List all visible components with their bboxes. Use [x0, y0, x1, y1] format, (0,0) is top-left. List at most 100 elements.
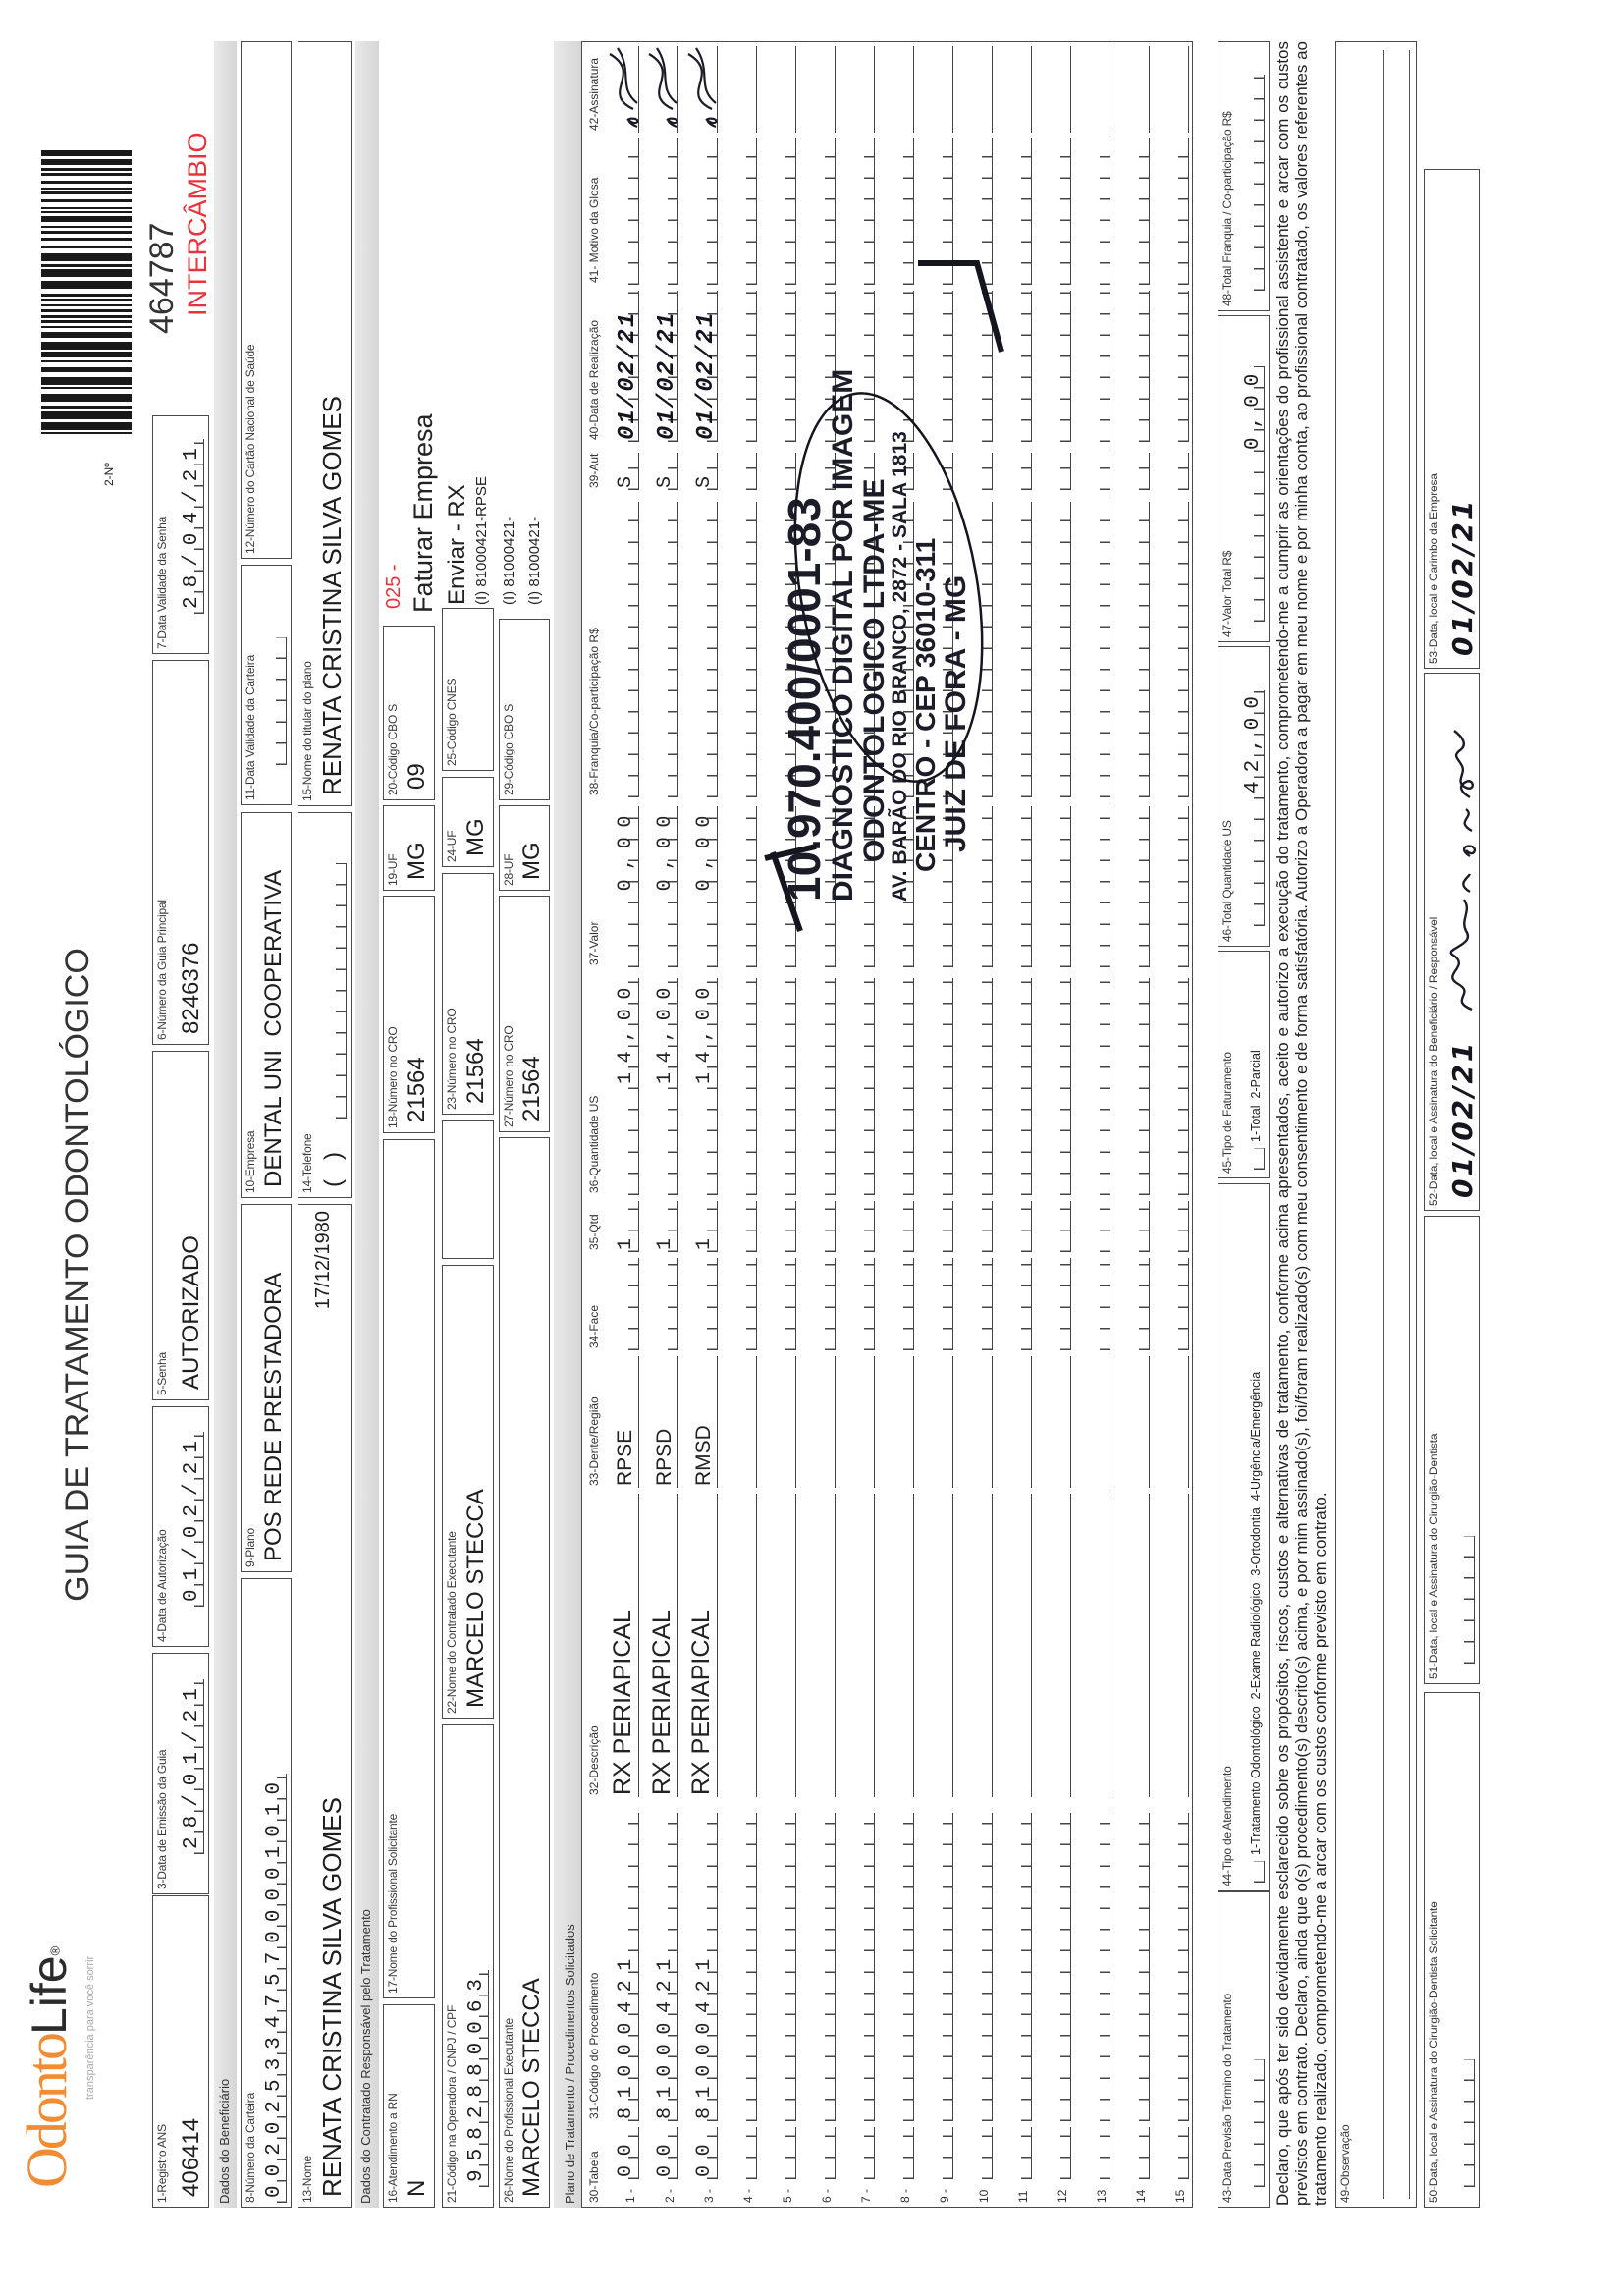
cell-codigo[interactable]: [800, 1809, 839, 2123]
cell-qtd[interactable]: [957, 1197, 997, 1254]
cell-assinatura[interactable]: [682, 42, 722, 135]
cell-descricao[interactable]: [722, 1490, 761, 1799]
cell-data[interactable]: [1036, 287, 1075, 444]
cell-face[interactable]: [997, 1254, 1036, 1352]
cell-data[interactable]: 01/02/21: [604, 287, 643, 444]
field-observacao[interactable]: 49-Observação: [1335, 41, 1417, 2208]
cell-data[interactable]: [1075, 287, 1114, 444]
cell-qtd-us[interactable]: [997, 974, 1036, 1197]
cell-assinatura[interactable]: [604, 42, 643, 135]
cell-face[interactable]: [1154, 1254, 1193, 1352]
cell-qtd-us[interactable]: [1154, 974, 1193, 1197]
cell-aut[interactable]: S: [682, 449, 722, 492]
cell-tabela[interactable]: [957, 2123, 997, 2181]
cell-codigo[interactable]: [1036, 1809, 1075, 2123]
cell-tabela[interactable]: 00: [604, 2123, 643, 2181]
cell-dente[interactable]: [839, 1352, 879, 1490]
cell-franquia[interactable]: [722, 498, 761, 799]
cell-dente[interactable]: RMSD: [682, 1352, 722, 1490]
cell-glosa[interactable]: [1154, 135, 1193, 287]
cell-tabela[interactable]: [722, 2123, 761, 2181]
cell-face[interactable]: [879, 1254, 918, 1352]
cell-face[interactable]: [1075, 1254, 1114, 1352]
cell-codigo[interactable]: [1154, 1809, 1193, 2123]
cell-tabela[interactable]: [918, 2123, 957, 2181]
cell-qtd-us[interactable]: [839, 974, 879, 1197]
cell-face[interactable]: [918, 1254, 957, 1352]
cell-descricao[interactable]: [800, 1490, 839, 1799]
cell-franquia[interactable]: [604, 498, 643, 799]
cell-dente[interactable]: [1154, 1352, 1193, 1490]
cell-face[interactable]: [1114, 1254, 1154, 1352]
cell-glosa[interactable]: [682, 135, 722, 287]
cell-codigo[interactable]: [1114, 1809, 1154, 2123]
cell-dente[interactable]: RPSE: [604, 1352, 643, 1490]
cell-qtd[interactable]: 1: [643, 1197, 682, 1254]
cell-assinatura[interactable]: [879, 42, 918, 135]
cell-qtd-us[interactable]: 14,00: [604, 974, 643, 1197]
cell-descricao[interactable]: RX PERIAPICAL: [682, 1490, 722, 1799]
cell-qtd-us[interactable]: [761, 974, 800, 1197]
field-cbo-executante[interactable]: 29-Código CBO S: [499, 619, 550, 800]
cell-tabela[interactable]: 00: [643, 2123, 682, 2181]
cell-codigo[interactable]: [997, 1809, 1036, 2123]
cell-valor[interactable]: [1114, 802, 1154, 969]
cell-face[interactable]: [957, 1254, 997, 1352]
cell-aut[interactable]: [1036, 449, 1075, 492]
cell-aut[interactable]: [1114, 449, 1154, 492]
cell-dente[interactable]: [1075, 1352, 1114, 1490]
field-assinatura-dentista[interactable]: 51-Data, local e Assinatura do Cirurgião…: [1424, 1216, 1480, 1684]
checkbox-slot[interactable]: [1254, 1148, 1265, 1170]
cell-aut[interactable]: S: [604, 449, 643, 492]
cell-codigo[interactable]: [918, 1809, 957, 2123]
field-profissional-solicitante[interactable]: 17-Nome do Profissional Solicitante: [383, 1139, 435, 1998]
cell-tabela[interactable]: [1114, 2123, 1154, 2181]
field-previsao-termino[interactable]: 43-Data Previsão Término do Tratamento: [1218, 1891, 1270, 2208]
field-total-franquia[interactable]: 48-Total Franquia / Co-participação R$: [1218, 41, 1270, 311]
cell-qtd-us[interactable]: 14,00: [643, 974, 682, 1197]
cell-qtd[interactable]: [1114, 1197, 1154, 1254]
cell-glosa[interactable]: [1036, 135, 1075, 287]
cell-data[interactable]: [1154, 287, 1193, 444]
cell-data[interactable]: [722, 287, 761, 444]
cell-tabela[interactable]: [800, 2123, 839, 2181]
cell-codigo[interactable]: 81000421: [682, 1809, 722, 2123]
field-assinatura-solicitante[interactable]: 50-Data, local e Assinatura do Cirurgião…: [1424, 1692, 1480, 2208]
cell-codigo[interactable]: [761, 1809, 800, 2123]
cell-qtd[interactable]: [997, 1197, 1036, 1254]
cell-franquia[interactable]: [1154, 498, 1193, 799]
cell-descricao[interactable]: [879, 1490, 918, 1799]
cell-valor[interactable]: [1075, 802, 1114, 969]
field-cnes[interactable]: 25-Código CNES: [442, 608, 494, 771]
cell-franquia[interactable]: [682, 498, 722, 799]
cell-face[interactable]: [643, 1254, 682, 1352]
cell-face[interactable]: [839, 1254, 879, 1352]
cell-tabela[interactable]: [839, 2123, 879, 2181]
cell-qtd[interactable]: [1036, 1197, 1075, 1254]
cell-qtd-us[interactable]: [1075, 974, 1114, 1197]
cell-assinatura[interactable]: [1075, 42, 1114, 135]
cell-qtd[interactable]: 1: [604, 1197, 643, 1254]
cell-descricao[interactable]: [1075, 1490, 1114, 1799]
cell-codigo[interactable]: [839, 1809, 879, 2123]
cell-codigo[interactable]: [722, 1809, 761, 2123]
field-valor-total[interactable]: 47-Valor Total R$0,00: [1218, 315, 1270, 642]
cell-qtd[interactable]: [839, 1197, 879, 1254]
cell-dente[interactable]: [1114, 1352, 1154, 1490]
cell-tabela[interactable]: [1075, 2123, 1114, 2181]
cell-descricao[interactable]: [997, 1490, 1036, 1799]
cell-valor[interactable]: [722, 802, 761, 969]
cell-assinatura[interactable]: [918, 42, 957, 135]
